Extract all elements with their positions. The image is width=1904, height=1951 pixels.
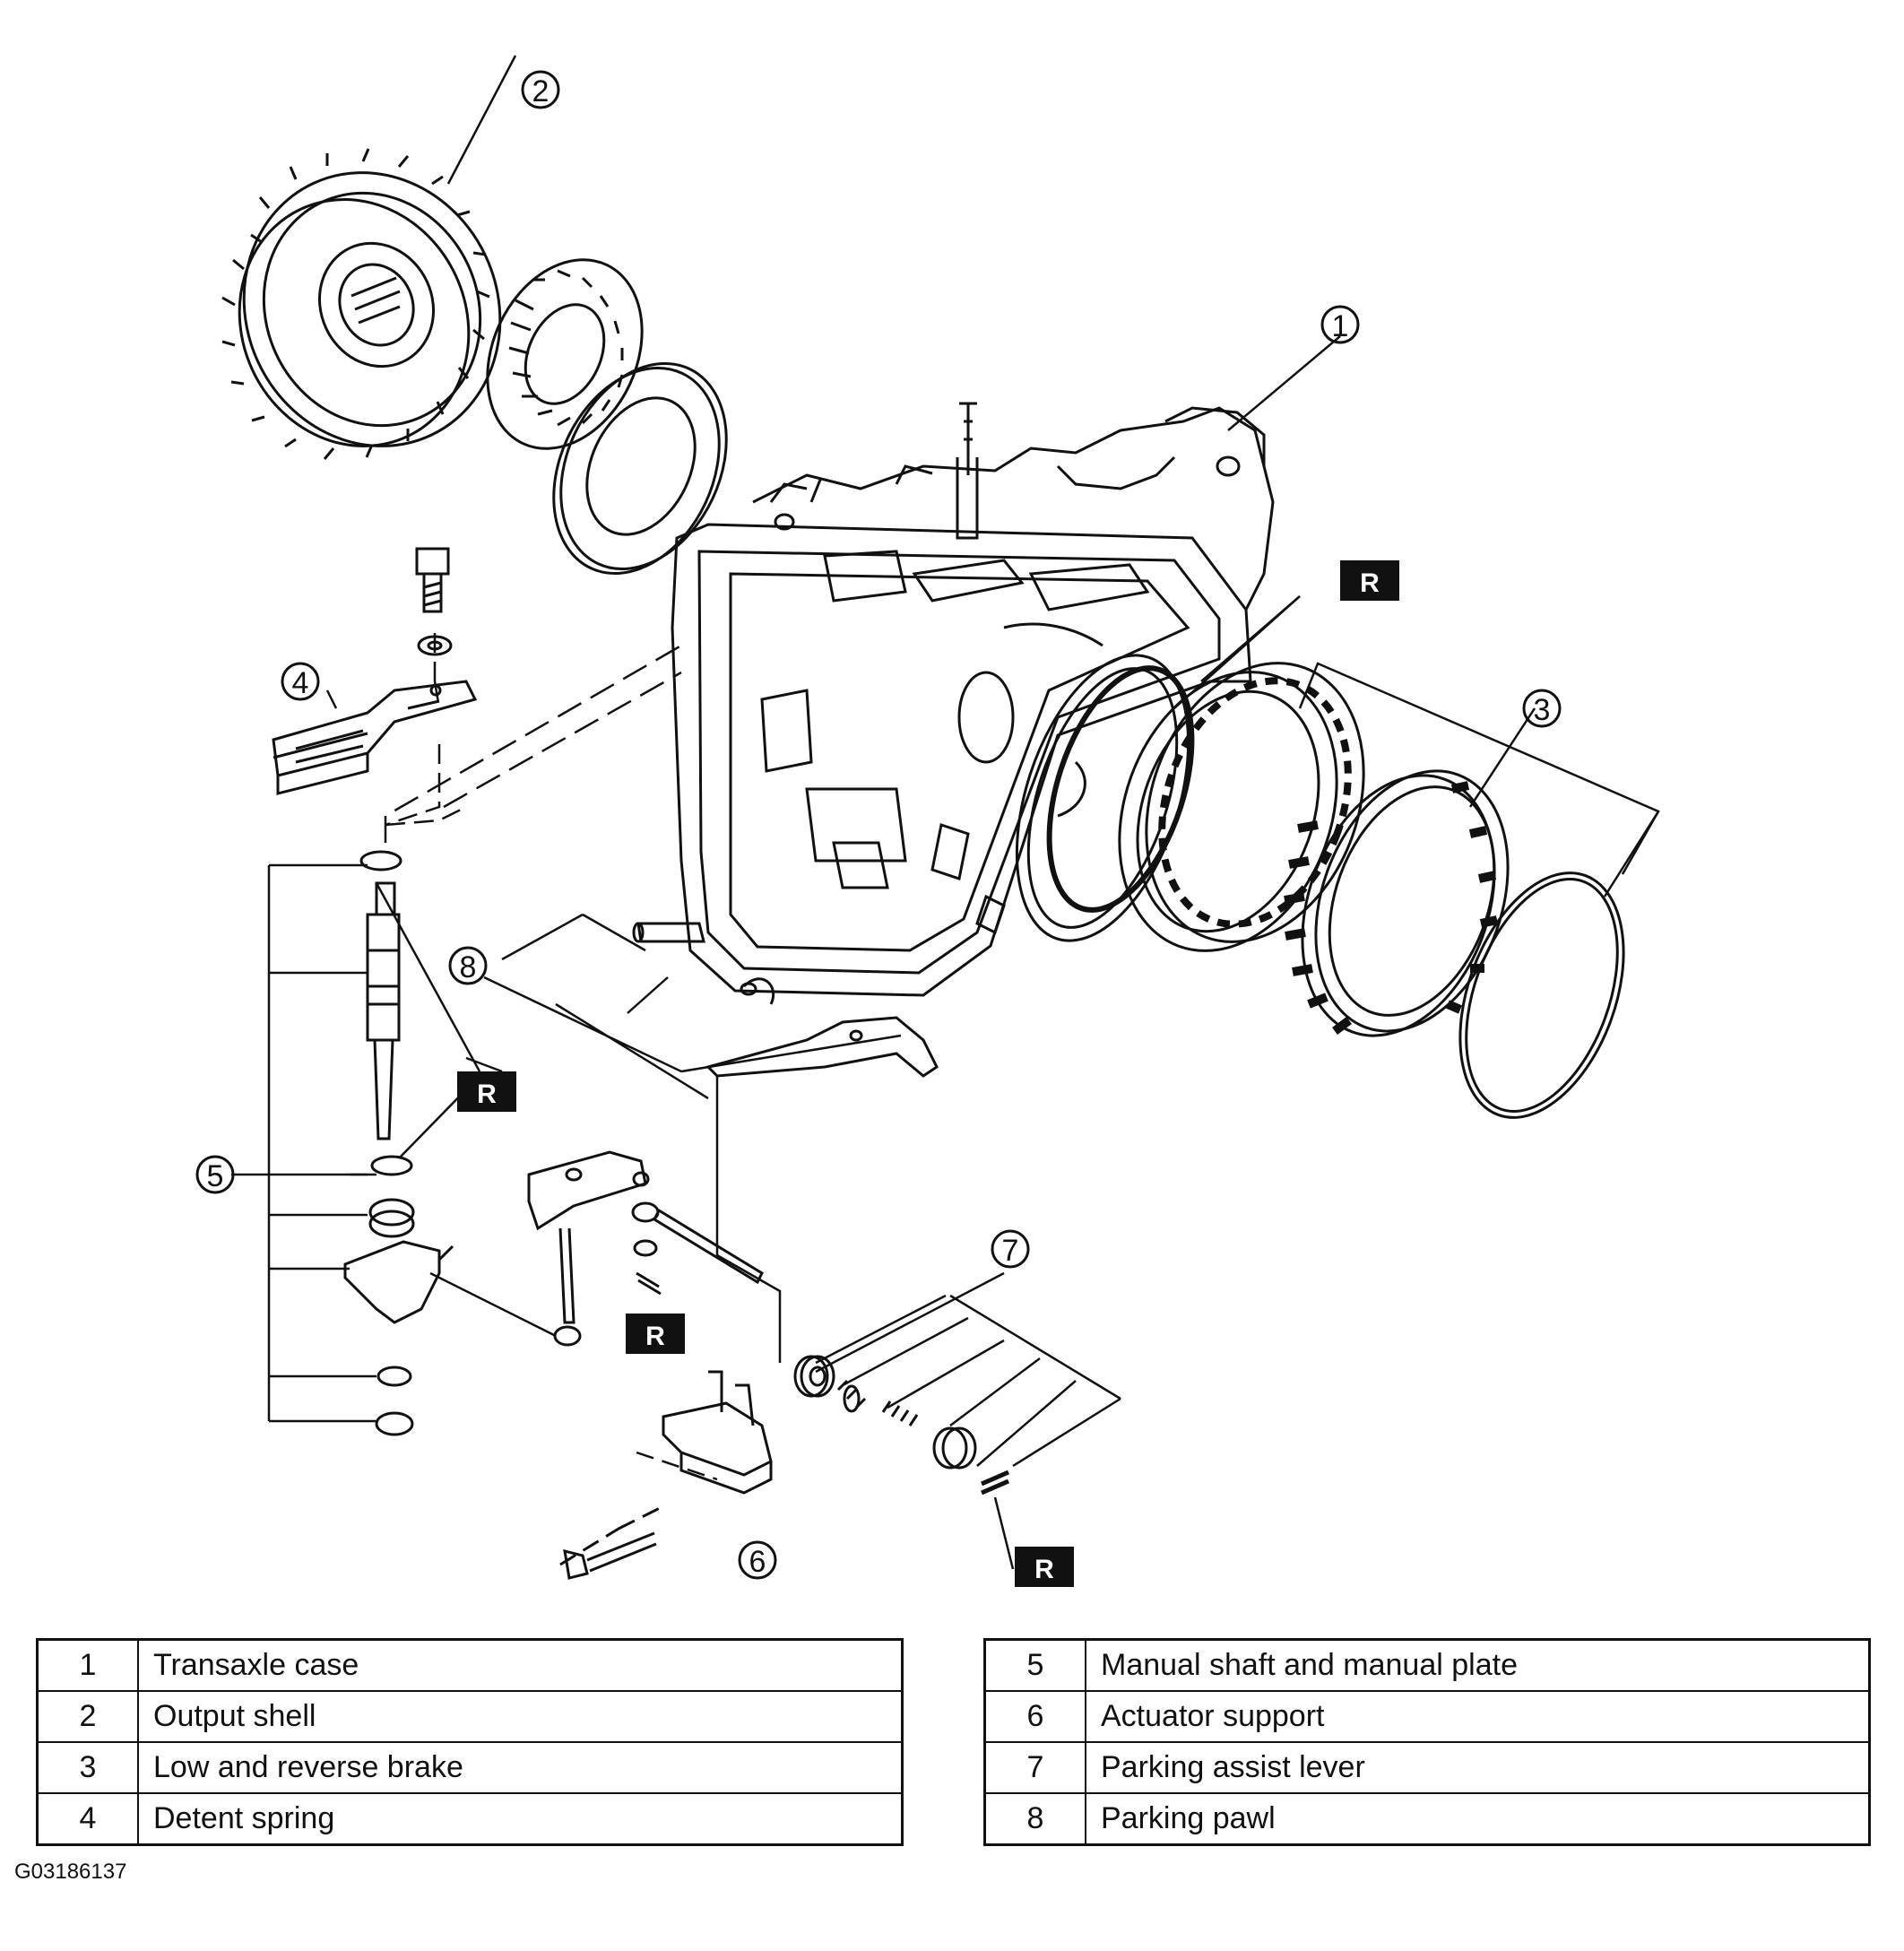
legend-number: 8 xyxy=(983,1792,1086,1846)
legend-number: 7 xyxy=(983,1741,1086,1794)
replace-badge-shaft: R xyxy=(457,1071,516,1112)
parking-pawl-part xyxy=(632,922,939,1078)
callout-8: 8 xyxy=(448,946,488,985)
case-bore-seal xyxy=(1015,654,1195,942)
legend-table-left: 1 Transaxle case 2 Output shell 3 Low an… xyxy=(36,1638,904,1846)
legend-number: 5 xyxy=(983,1638,1086,1692)
legend-row: 6 Actuator support xyxy=(983,1690,1871,1743)
callout-7: 7 xyxy=(991,1229,1030,1269)
brake-plates-part xyxy=(1284,769,1510,1037)
legend-number: 3 xyxy=(36,1741,139,1794)
replace-badge-case: R xyxy=(1340,560,1399,601)
legend-row: 1 Transaxle case xyxy=(36,1638,904,1692)
callout-4: 4 xyxy=(281,662,320,701)
detent-spring-part xyxy=(272,680,478,795)
replace-badge-link-text: R xyxy=(645,1322,665,1351)
legend-number: 1 xyxy=(36,1638,139,1692)
callout-3: 3 xyxy=(1522,689,1562,728)
legend-number: 2 xyxy=(36,1690,139,1743)
callout-5: 5 xyxy=(195,1155,235,1194)
replace-badge-case-text: R xyxy=(1360,568,1380,598)
callout-2: 2 xyxy=(521,70,560,109)
manual-shaft-part xyxy=(343,850,454,1436)
legend-row: 5 Manual shaft and manual plate xyxy=(983,1638,1871,1692)
legend-number: 4 xyxy=(36,1792,139,1846)
snap-ring-part xyxy=(1458,871,1625,1119)
thrust-washer-part xyxy=(552,361,728,576)
callout-2-text: 2 xyxy=(532,74,550,108)
parking-assist-lever-part xyxy=(793,1355,1009,1496)
callout-7-text: 7 xyxy=(1002,1234,1019,1268)
figure-id: G03186137 xyxy=(14,1860,127,1884)
manual-link-part xyxy=(527,1150,764,1347)
legend-label: Output shell xyxy=(137,1690,904,1743)
callout-1: 1 xyxy=(1320,305,1360,344)
exploded-view-diagram: 1 2 3 4 5 6 7 8 R R R R xyxy=(195,55,1660,1587)
callout-5-text: 5 xyxy=(207,1159,224,1193)
legend-label: Manual shaft and manual plate xyxy=(1085,1638,1871,1692)
replace-badge-link: R xyxy=(626,1314,685,1354)
callout-3-text: 3 xyxy=(1534,693,1551,727)
legend-row: 4 Detent spring xyxy=(36,1792,904,1846)
legend-number: 6 xyxy=(983,1690,1086,1743)
legend-row: 3 Low and reverse brake xyxy=(36,1741,904,1794)
legend-label: Transaxle case xyxy=(137,1638,904,1692)
thrust-bearing-part xyxy=(486,258,644,450)
transaxle-case-part xyxy=(671,402,1275,997)
replace-badge-pin: R xyxy=(1015,1547,1074,1587)
replace-badge-shaft-text: R xyxy=(477,1080,497,1109)
callout-8-text: 8 xyxy=(460,950,477,984)
legend-label: Parking pawl xyxy=(1085,1792,1871,1846)
callout-6-text: 6 xyxy=(749,1545,766,1579)
callout-6: 6 xyxy=(738,1540,777,1580)
actuator-support-part xyxy=(559,1370,773,1580)
callout-1-text: 1 xyxy=(1332,309,1349,343)
legend-label: Low and reverse brake xyxy=(137,1741,904,1794)
legend-label: Parking assist lever xyxy=(1085,1741,1871,1794)
replace-badge-pin-text: R xyxy=(1034,1555,1054,1584)
legend-label: Detent spring xyxy=(137,1792,904,1846)
leader-lines xyxy=(231,55,1660,1570)
output-shell-part xyxy=(221,148,502,460)
callout-4-text: 4 xyxy=(292,666,309,700)
legend-row: 8 Parking pawl xyxy=(983,1792,1871,1846)
low-reverse-brake-part xyxy=(1118,662,1365,952)
legend-row: 2 Output shell xyxy=(36,1690,904,1743)
legend-row: 7 Parking assist lever xyxy=(983,1741,1871,1794)
legend-label: Actuator support xyxy=(1085,1690,1871,1743)
legend-table-right: 5 Manual shaft and manual plate 6 Actuat… xyxy=(983,1638,1871,1846)
